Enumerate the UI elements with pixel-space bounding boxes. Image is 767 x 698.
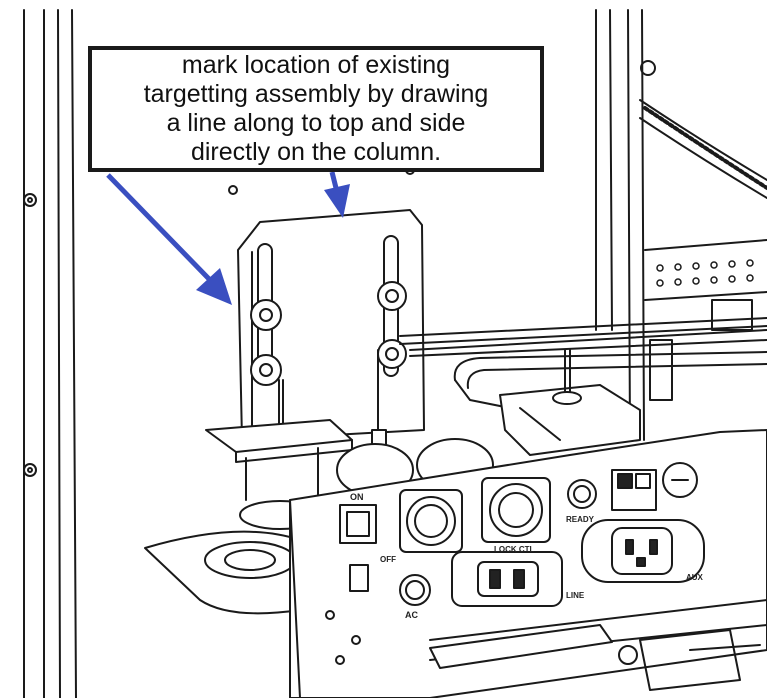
perforated-rail bbox=[644, 239, 767, 401]
panel-labels: ON OFF READY AC LINE AUX LOCK CTL bbox=[350, 492, 704, 620]
label-off: OFF bbox=[380, 555, 396, 564]
mounting-plate bbox=[144, 419, 353, 615]
callout-line-2: targetting assembly by drawing bbox=[143, 80, 489, 108]
arrow-to-bracket-top bbox=[324, 171, 350, 218]
bracket-bolts bbox=[250, 281, 407, 386]
label-aux: AUX bbox=[686, 573, 704, 582]
arrow-to-bracket-side bbox=[106, 173, 232, 305]
label-lock-ctl: LOCK CTL bbox=[494, 545, 535, 554]
callout-line-3: a line along to top and side bbox=[166, 109, 466, 137]
cable-actuator bbox=[453, 349, 767, 456]
label-on: ON bbox=[350, 492, 364, 502]
callout-arrows bbox=[106, 171, 350, 305]
callout-line-1: mark location of existing bbox=[181, 51, 451, 79]
front-rail bbox=[429, 624, 761, 691]
instruction-callout: mark location of existing targetting ass… bbox=[88, 46, 544, 172]
label-line: LINE bbox=[566, 591, 585, 600]
label-ac: AC bbox=[405, 610, 418, 620]
horizontal-rods bbox=[399, 317, 767, 357]
left-column-frame bbox=[23, 9, 77, 698]
panel-components bbox=[339, 462, 705, 607]
label-ready: READY bbox=[566, 515, 595, 524]
callout-line-4: directly on the column. bbox=[190, 138, 442, 166]
cable-chain bbox=[639, 99, 767, 199]
callout-text: mark location of existing targetting ass… bbox=[136, 51, 497, 167]
right-column-frame bbox=[228, 9, 656, 441]
